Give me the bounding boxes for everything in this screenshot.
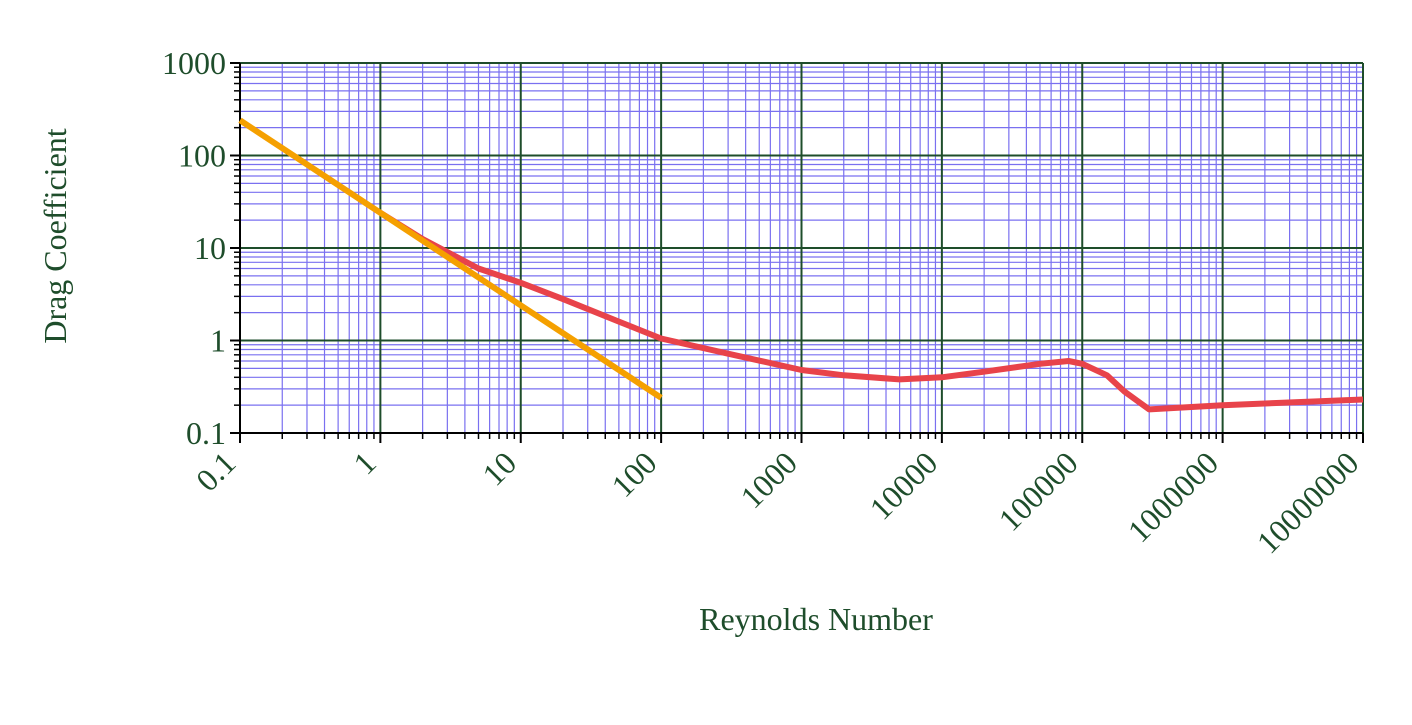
y-axis-label: Drag Coefficient [37,128,73,343]
y-tick-label: 0.1 [186,415,226,451]
x-tick-label: 1 [346,444,383,481]
tick-labels: 0.1 1 10 100 1000 0.1 1 10 100 1000 10000 100000 100… [162,45,1365,560]
x-tick-label: 100 [604,444,663,503]
y-tick-label: 10 [194,230,226,266]
y-tick-label: 1000 [162,45,226,81]
series-layer [238,117,1364,413]
y-tick-label: 100 [178,138,226,174]
x-tick-label: 10000 [862,444,944,526]
y-tick-label: 1 [210,323,226,359]
x-tick-label: 10000000 [1249,444,1365,560]
x-tick-label: 10 [475,444,523,492]
x-tick-label: 1000 [733,444,804,515]
x-tick-label: 0.1 [189,444,243,498]
series-line-2 [238,117,663,401]
x-axis-label: Reynolds Number [699,601,933,637]
x-tick-label: 1000000 [1120,444,1225,549]
series-line-1 [378,210,1364,413]
x-tick-label: 100000 [991,444,1084,537]
axes [230,62,1364,443]
major-gridlines [239,62,1364,434]
